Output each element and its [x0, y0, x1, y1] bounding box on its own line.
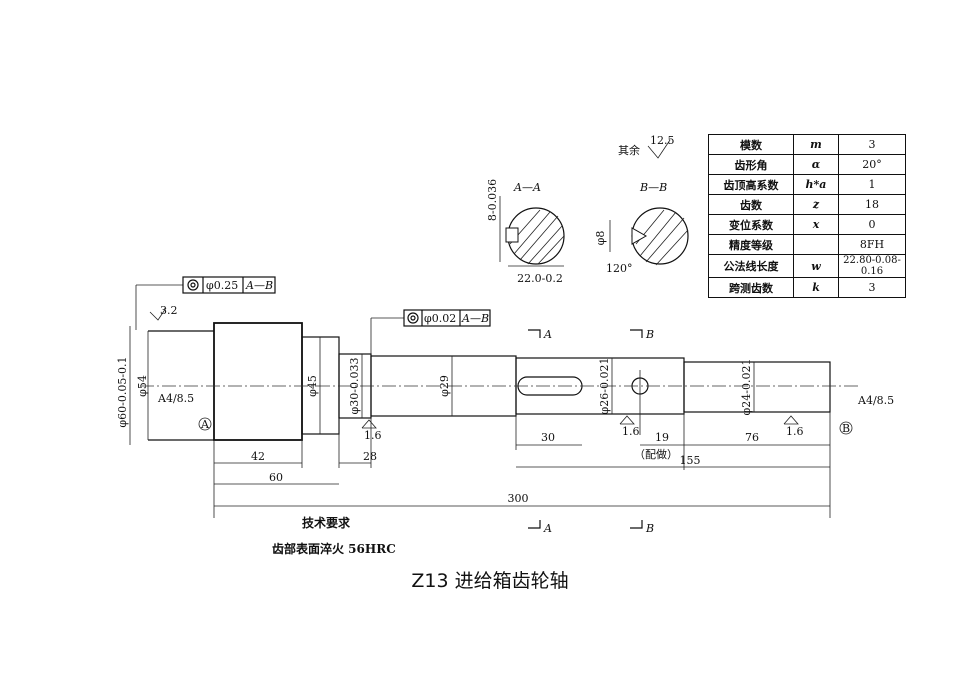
param-symbol: m	[793, 134, 839, 155]
table-row: 精度等级 8FH	[708, 234, 906, 255]
len-60: 60	[269, 471, 283, 484]
roughness-16-b: 1.6	[622, 425, 640, 438]
roughness-32-label: 3.2	[160, 304, 178, 317]
section-a-a: A—A 8-0.036 22.0-0.2	[486, 179, 565, 285]
section-bb-hole: φ8	[594, 231, 607, 246]
left-center-hole-label: A4/8.5	[157, 392, 194, 405]
left-diameter-dims: φ60-0.05-0.1 φ54 A4/8.5 A 3.2	[116, 304, 212, 445]
param-symbol	[793, 234, 839, 255]
length-dims: 42 60 28 30 19 76 155 （配做） 300	[213, 412, 831, 518]
param-label: 齿顶高系数	[708, 174, 794, 195]
param-label: 齿数	[708, 194, 794, 215]
section-mark-a-top: A	[543, 328, 552, 341]
left-runout-frame: φ0.25 A—B	[135, 276, 276, 330]
figure-caption: Z13 进给箱齿轮轴	[411, 570, 569, 592]
param-label: 公法线长度	[708, 254, 794, 278]
len-76: 76	[745, 431, 759, 444]
surface-finish-prefix: 其余	[618, 143, 640, 157]
section-aa-depth: 8-0.036	[486, 179, 499, 221]
mid-runout-datum: A—B	[461, 312, 489, 325]
param-label: 精度等级	[708, 234, 794, 255]
section-aa-title: A—A	[513, 181, 541, 194]
d29-label: φ29	[438, 375, 451, 397]
param-value: 3	[838, 277, 906, 298]
shaft-diameter-dims: φ45 φ30-0.033 φ29 φ26-0.021 φ24-0.021	[306, 337, 755, 434]
param-symbol: z	[793, 194, 839, 215]
left-runout-datum: A—B	[245, 279, 273, 292]
section-mark-b-bottom: B	[645, 522, 654, 535]
mid-runout-value: φ0.02	[424, 312, 456, 325]
d60-label: φ60-0.05-0.1	[116, 356, 129, 427]
len-155: 155	[680, 454, 701, 467]
param-symbol: x	[793, 214, 839, 235]
drill-note: （配做）	[634, 447, 678, 461]
section-bb-title: B—B	[639, 181, 667, 194]
len-300: 300	[508, 492, 529, 505]
shaft-outline	[148, 322, 831, 441]
param-label: 跨测齿数	[708, 277, 794, 298]
d54-label: φ54	[136, 375, 149, 397]
roughness-16-c: 1.6	[786, 425, 804, 438]
section-marks: A B A B	[528, 328, 654, 535]
param-value: 20°	[838, 154, 906, 175]
surface-finish-value: 12.5	[650, 134, 675, 147]
surface-finish-note: 其余 12.5	[618, 134, 675, 159]
param-value: 8FH	[838, 234, 906, 255]
param-value: 18	[838, 194, 906, 215]
param-label: 模数	[708, 134, 794, 155]
section-aa-width: 22.0-0.2	[517, 272, 563, 285]
param-symbol: w	[793, 254, 839, 278]
len-28: 28	[363, 450, 377, 463]
section-b-b: B—B φ8 120°	[594, 181, 689, 275]
left-runout-value: φ0.25	[206, 279, 238, 292]
d26-label: φ26-0.021	[598, 358, 611, 415]
param-label: 齿形角	[708, 154, 794, 175]
d30-label: φ30-0.033	[348, 358, 361, 415]
mid-runout-frame: φ0.02 A—B	[370, 309, 491, 354]
param-symbol: h*a	[793, 174, 839, 195]
param-symbol: k	[793, 277, 839, 298]
d24-label: φ24-0.021	[740, 359, 753, 416]
param-value: 3	[838, 134, 906, 155]
datum-b-label: B	[842, 422, 850, 435]
section-mark-a-bottom: A	[543, 522, 552, 535]
right-center-hole-label: A4/8.5	[857, 394, 894, 407]
d45-label: φ45	[306, 375, 319, 397]
roughness-marks: 1.6 1.6 1.6	[361, 415, 804, 442]
datum-a-label: A	[200, 418, 210, 431]
section-mark-b-top: B	[645, 328, 654, 341]
param-label: 变位系数	[708, 214, 794, 235]
len-19: 19	[655, 431, 669, 444]
len-30: 30	[541, 431, 555, 444]
len-42: 42	[251, 450, 265, 463]
roughness-16-a: 1.6	[364, 429, 382, 442]
right-end-marks: A4/8.5 B	[839, 394, 894, 435]
section-bb-angle: 120°	[606, 262, 633, 275]
tech-requirements-item: 齿部表面淬火 56HRC	[272, 542, 396, 556]
param-symbol: α	[793, 154, 839, 175]
tech-requirements-title: 技术要求	[302, 516, 351, 530]
param-value: 22.80-0.08-0.16	[838, 254, 906, 278]
param-value: 1	[838, 174, 906, 195]
param-value: 0	[838, 214, 906, 235]
